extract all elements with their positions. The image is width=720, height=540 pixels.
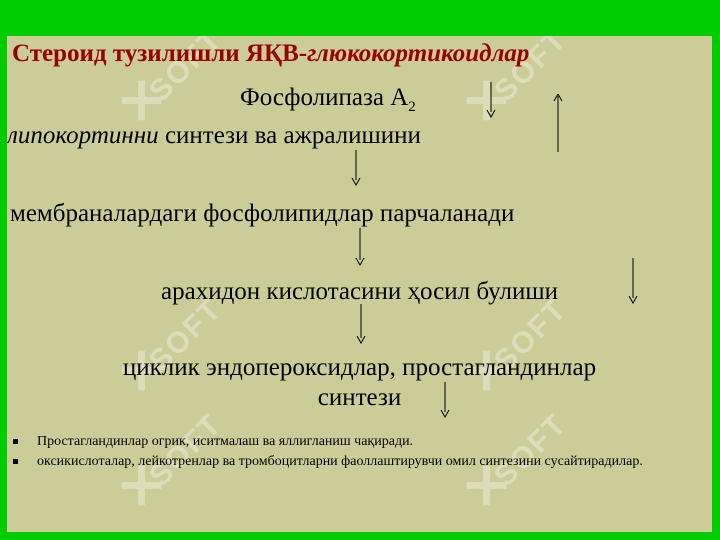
lipocortin-line: липокортинни синтези ва ажралишини	[7, 122, 421, 150]
synthesis-line: синтези	[317, 384, 402, 411]
slide: ✕SOFT ✕SOFT ✕SOFT ✕SOFT ✕SOFT ✕SOFT Стер…	[7, 36, 712, 532]
cyclic-line: циклик эндопероксидлар, простагландинлар	[122, 354, 597, 381]
title-italic: глюкокортикоидлар	[307, 40, 530, 67]
bullet-list: Простагландинлар огрик, иситмалаш ва ялл…	[7, 434, 707, 474]
bullet-text: оксикислоталар, лейкотренлар ва тромбоци…	[37, 454, 643, 469]
lipocortin-rest: синтези ва ажралишини	[158, 122, 421, 149]
arrow-down-icon	[485, 82, 497, 118]
bullet-text: Простагландинлар огрик, иситмалаш ва ялл…	[37, 434, 414, 449]
arrow-down-icon	[355, 304, 367, 344]
arrow-up-icon	[552, 94, 564, 152]
arrow-down-icon	[354, 228, 366, 266]
bullet-icon	[13, 459, 18, 464]
title-plain: Стероид тузилишли ЯҚВ-	[12, 40, 308, 67]
arrow-down-icon	[350, 150, 362, 186]
membrane-line: мембраналардаги фосфолипидлар парчаланад…	[10, 200, 515, 227]
enzyme-line: Фосфолипаза А2	[240, 84, 416, 116]
slide-title: Стероид тузилишли ЯҚВ-глюкокортикоидлар	[12, 40, 529, 68]
arachidonic-line: арахидон кислотасини ҳосил булиши	[161, 278, 558, 305]
lipocortin-italic: липокортинни	[7, 122, 159, 149]
arrow-down-icon	[439, 382, 451, 418]
list-item: оксикислоталар, лейкотренлар ва тромбоци…	[7, 454, 707, 470]
list-item: Простагландинлар огрик, иситмалаш ва ялл…	[7, 434, 707, 450]
enzyme-name: Фосфолипаза А	[240, 84, 409, 111]
bullet-icon	[13, 439, 18, 444]
enzyme-subscript: 2	[408, 99, 416, 115]
arrow-down-icon	[627, 258, 639, 304]
